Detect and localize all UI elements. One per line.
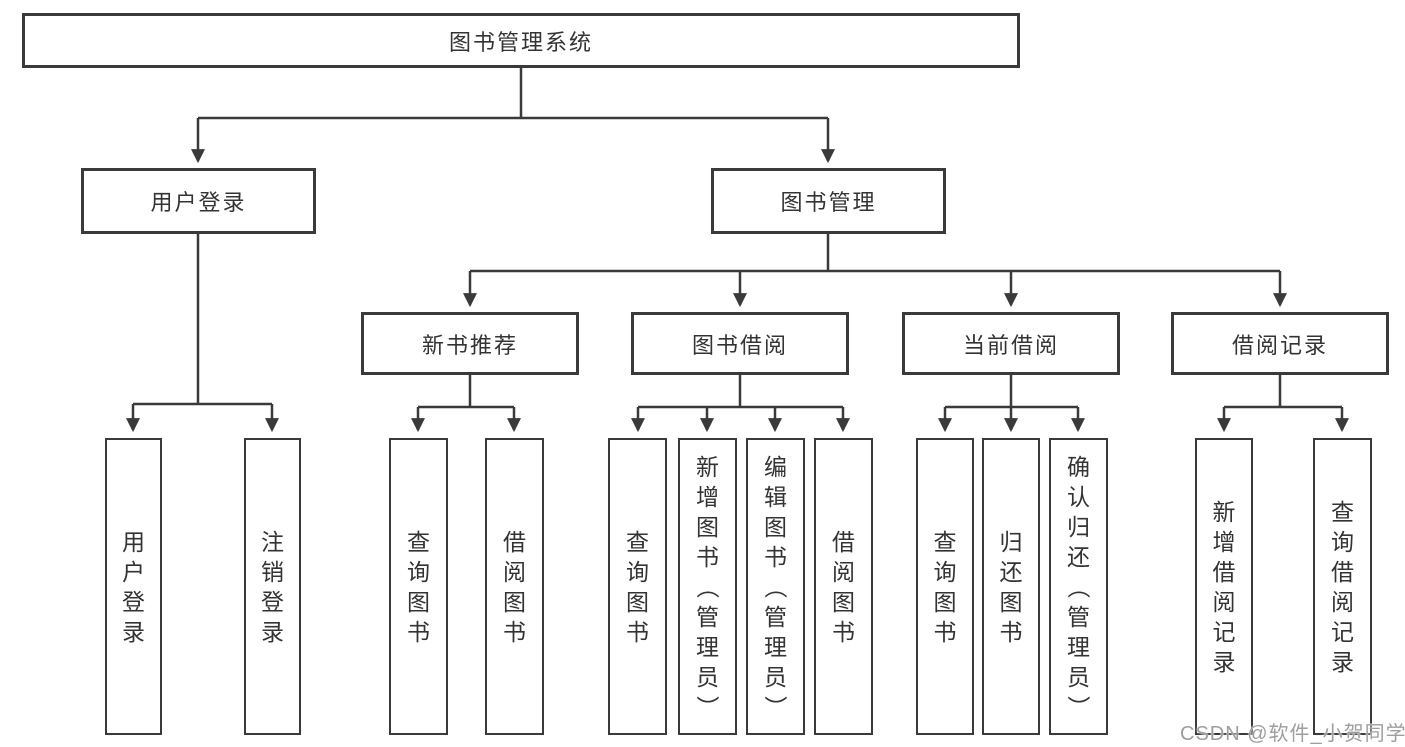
node-current-borrowing: 当前借阅 <box>902 312 1120 375</box>
leaf-edit-books-admin: 编辑图书（管理员） <box>746 438 805 735</box>
node-user-login: 用户登录 <box>81 168 316 234</box>
leaf-borrow-books: 借阅图书 <box>814 438 873 735</box>
leaf-add-books-admin-label: 新增图书（管理员） <box>694 453 721 719</box>
node-user-login-label: 用户登录 <box>150 190 247 215</box>
leaf-borrow-query-books-label: 查询图书 <box>626 528 649 645</box>
leaf-user-login-label: 用户登录 <box>122 528 145 645</box>
leaf-add-borrow-record: 新增借阅记录 <box>1195 438 1253 735</box>
node-root: 图书管理系统 <box>22 13 1020 68</box>
leaf-recommend-borrow-books: 借阅图书 <box>485 438 544 735</box>
leaf-add-borrow-record-label: 新增借阅记录 <box>1212 498 1236 675</box>
leaf-recommend-borrow-books-label: 借阅图书 <box>503 528 526 645</box>
leaf-logout: 注销登录 <box>244 438 301 735</box>
watermark: CSDN @软件_小贺同学 <box>1180 723 1405 745</box>
node-book-management-label: 图书管理 <box>780 190 877 215</box>
leaf-edit-books-admin-label: 编辑图书（管理员） <box>762 453 789 719</box>
node-book-borrowing-label: 图书借阅 <box>691 332 788 358</box>
leaf-borrow-books-label: 借阅图书 <box>832 528 855 645</box>
leaf-query-borrow-record: 查询借阅记录 <box>1313 438 1372 735</box>
leaf-return-books-label: 归还图书 <box>999 528 1023 645</box>
node-book-borrowing: 图书借阅 <box>631 312 849 375</box>
leaf-current-query-books: 查询图书 <box>916 438 974 735</box>
leaf-query-borrow-record-label: 查询借阅记录 <box>1331 498 1354 675</box>
node-root-label: 图书管理系统 <box>448 29 593 55</box>
node-new-book-recommend: 新书推荐 <box>361 312 579 375</box>
leaf-recommend-query-books-label: 查询图书 <box>407 528 430 645</box>
node-book-management: 图书管理 <box>711 168 946 234</box>
node-borrowing-records-label: 借阅记录 <box>1231 332 1328 358</box>
leaf-logout-label: 注销登录 <box>261 528 284 645</box>
node-borrowing-records: 借阅记录 <box>1171 312 1389 375</box>
leaf-borrow-query-books: 查询图书 <box>608 438 667 735</box>
node-new-book-recommend-label: 新书推荐 <box>421 332 518 358</box>
leaf-recommend-query-books: 查询图书 <box>389 438 448 735</box>
leaf-confirm-return-admin: 确认归还（管理员） <box>1049 438 1108 735</box>
leaf-current-query-books-label: 查询图书 <box>933 528 957 645</box>
node-current-borrowing-label: 当前借阅 <box>962 332 1059 358</box>
leaf-confirm-return-admin-label: 确认归还（管理员） <box>1065 453 1092 719</box>
leaf-add-books-admin: 新增图书（管理员） <box>678 438 737 735</box>
leaf-return-books: 归还图书 <box>982 438 1040 735</box>
leaf-user-login: 用户登录 <box>105 438 162 735</box>
